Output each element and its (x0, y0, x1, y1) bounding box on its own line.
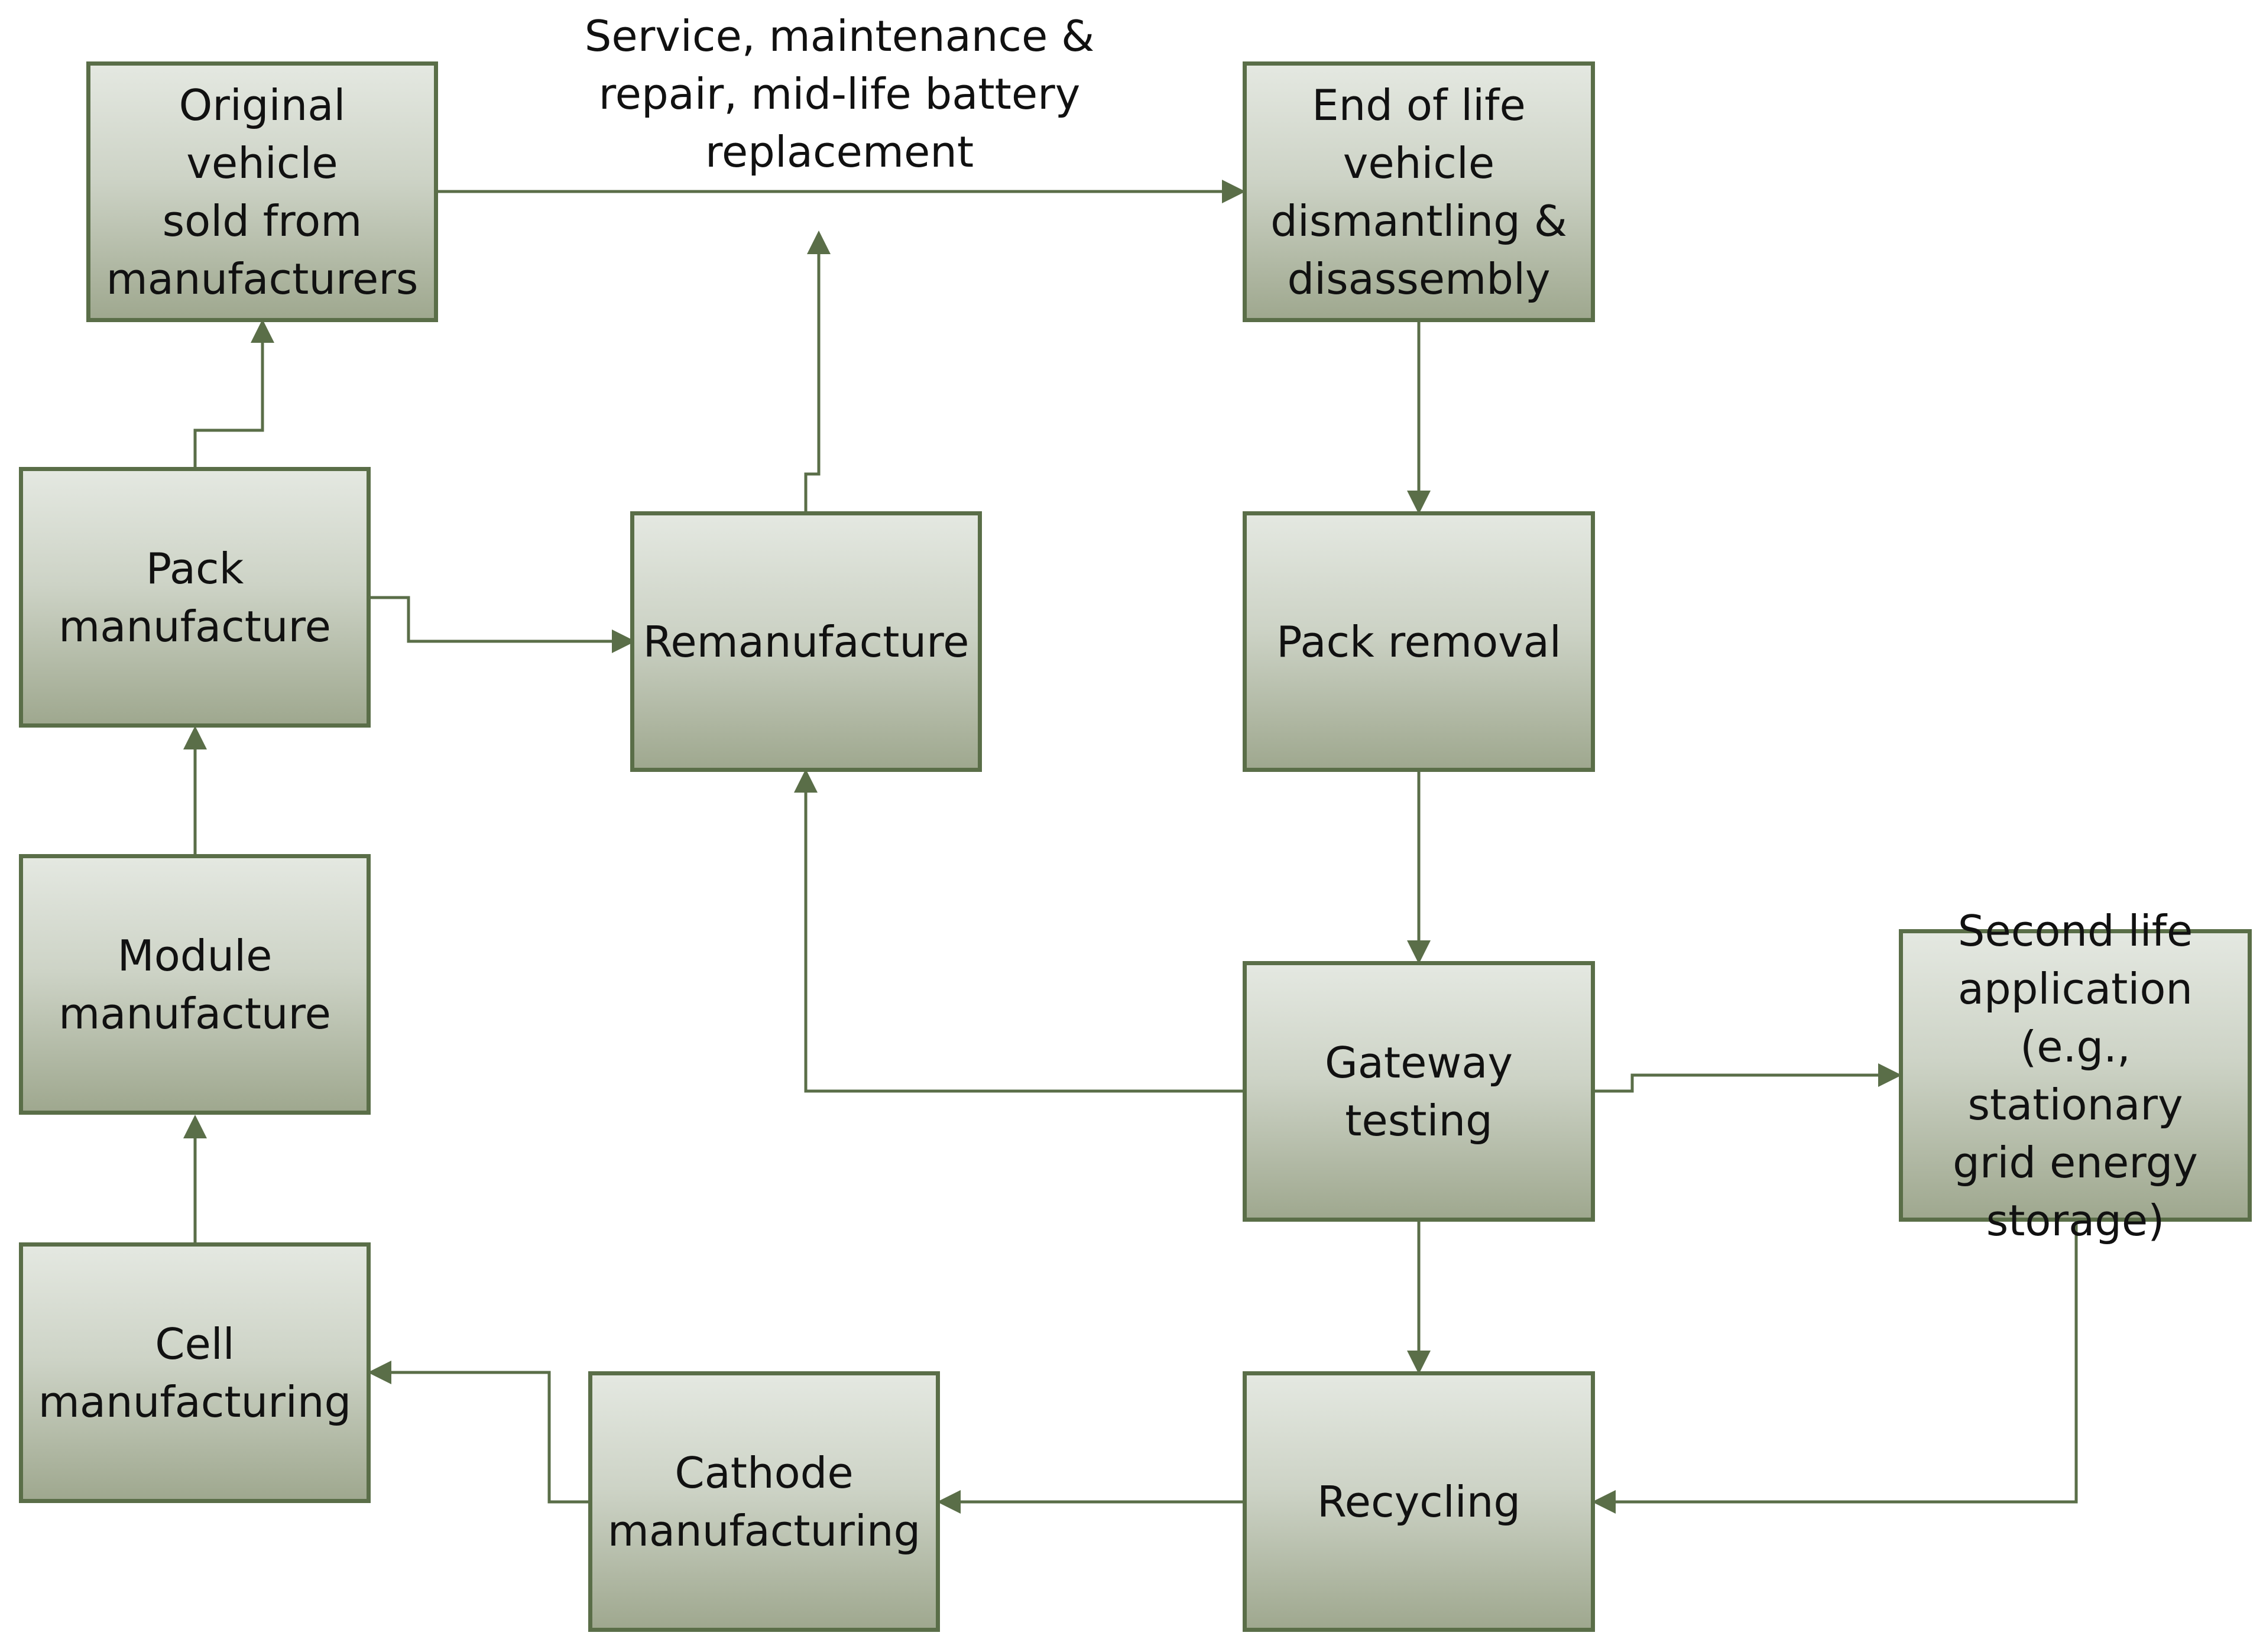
arrow-gateway-to-second-life (1595, 1063, 1902, 1093)
arrow-gateway-to-remanufacture (794, 769, 1243, 1093)
cathode-manufacturing-box: Cathode manufacturing (588, 1371, 940, 1632)
pack-manufacture-box: Pack manufacture (19, 467, 371, 728)
arrow-pack-to-original-vehicle (193, 319, 274, 467)
gateway-testing-box: Gateway testing (1243, 961, 1595, 1222)
arrow-remanufacture-to-service (804, 231, 831, 511)
service-maintenance-label: Service, maintenance & repair, mid-life … (584, 11, 1095, 177)
pack-removal-box: Pack removal (1243, 511, 1595, 772)
original-vehicle-box: Original vehicle sold from manufacturers (86, 61, 438, 322)
module-manufacture-box: Module manufacture (19, 854, 371, 1115)
remanufacture-box: Remanufacture (630, 511, 982, 772)
arrow-pack-to-remanufacture (371, 596, 636, 653)
recycling-box: Recycling (1243, 1371, 1595, 1632)
second-life-box: Second life application (e.g., stationar… (1899, 906, 2252, 1245)
cell-manufacturing-box: Cell manufacturing (19, 1242, 371, 1503)
end-of-life-box: End of life vehicle dismantling & disass… (1243, 61, 1595, 322)
arrow-second-life-to-recycling (1592, 1222, 2078, 1514)
arrow-cathode-to-cell (368, 1361, 588, 1504)
